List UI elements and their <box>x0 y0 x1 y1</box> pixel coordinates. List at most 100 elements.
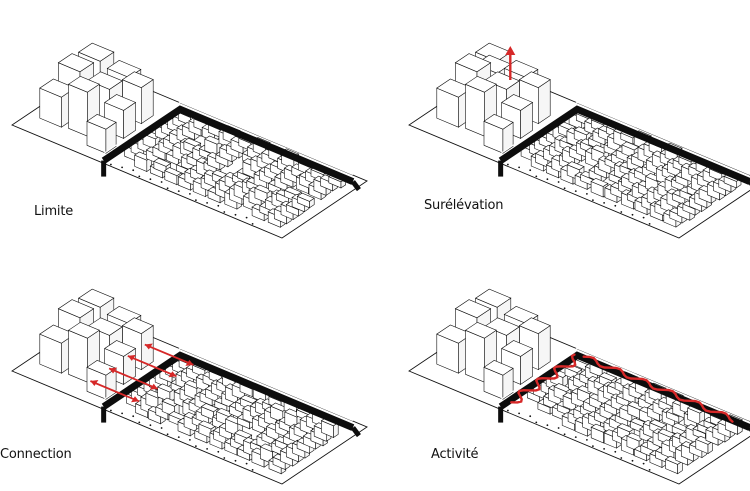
low-building-49-roof <box>590 177 609 187</box>
panel-activite: Activité <box>397 246 750 491</box>
tall-building-7-roof <box>104 340 137 357</box>
enclosure-wall-edge <box>500 101 750 176</box>
ground-mark-13 <box>620 457 623 459</box>
ground-mark-12 <box>217 450 220 453</box>
tall-building-3-roof <box>454 299 492 319</box>
tall-building-9-roof <box>86 114 117 130</box>
connection-arrow-4 <box>144 343 194 366</box>
ground-mark-1 <box>110 163 112 166</box>
connection-arrow-head-a-4 <box>144 343 153 350</box>
activity-line-front <box>510 353 577 404</box>
ground-mark-3 <box>132 169 135 172</box>
ground-mark-13 <box>223 457 226 459</box>
elevation-arrow-head <box>505 46 516 55</box>
ground-mark-6 <box>160 181 163 183</box>
tall-building-8-roof <box>464 321 497 339</box>
tall-building-9 <box>86 360 117 400</box>
tall-building-8-roof <box>464 75 497 93</box>
axonometric-drawing-connection <box>11 288 368 485</box>
tall-building-4-roof <box>518 317 551 334</box>
ground-mark-11 <box>603 202 605 204</box>
ground-mark-7 <box>166 433 169 436</box>
ground-mark-11 <box>603 448 605 450</box>
caption-activite: Activité <box>431 447 479 462</box>
low-building-101 <box>296 192 315 209</box>
ground-mark-13 <box>620 211 623 213</box>
ground-mark-14 <box>234 213 237 216</box>
ground-mark-12 <box>614 450 617 453</box>
ground-mark-6 <box>557 427 560 429</box>
ground-mark-10 <box>195 199 197 202</box>
ground-mark-9 <box>586 193 588 195</box>
enclosure-wall <box>101 105 355 185</box>
caption-surelevation: Surélévation <box>424 198 504 213</box>
drawing-group <box>408 42 750 239</box>
enclosure-wall-edge <box>500 347 750 422</box>
tall-building-4-roof <box>518 71 551 88</box>
ground-mark-5 <box>546 178 549 181</box>
connection-arrow-3 <box>127 355 177 378</box>
enclosure-wall-edge <box>103 347 354 422</box>
ground-mark-15 <box>642 462 645 465</box>
tall-building-8-roof <box>67 75 100 93</box>
ground-mark-5 <box>546 424 549 427</box>
ground-mark-16 <box>648 223 651 225</box>
tall-building-1-roof <box>77 42 115 62</box>
ground-mark-1 <box>507 409 509 412</box>
ground-mark-7 <box>563 433 566 436</box>
ground-mark-6 <box>557 181 560 183</box>
connection-arrow-head-a-2 <box>109 367 118 374</box>
tall-building-3-roof <box>57 299 95 319</box>
ground-mark-14 <box>631 213 634 216</box>
low-building-32-roof <box>566 161 585 171</box>
ground-mark-1 <box>110 409 112 412</box>
tall-building-5-roof <box>484 317 520 336</box>
ground-mark-2 <box>121 166 123 169</box>
caption-limite: Limite <box>34 204 74 219</box>
ground-mark-16 <box>648 469 651 471</box>
ground-mark-8 <box>177 436 180 438</box>
ground-mark-7 <box>166 187 169 190</box>
enclosure-wall-edge <box>103 101 354 176</box>
panel-limite: Limite <box>0 0 375 245</box>
ground-mark-10 <box>592 199 594 202</box>
ground-mark-11 <box>206 202 209 204</box>
panel-connection: Connection <box>0 246 375 491</box>
ground-mark-6 <box>160 427 163 429</box>
ground-mark-3 <box>529 415 532 418</box>
ground-mark-10 <box>195 445 197 447</box>
ground-mark-15 <box>642 216 645 219</box>
tall-building-8-front-face <box>68 83 88 137</box>
ground-mark-11 <box>206 448 209 450</box>
low-building-69-roof <box>649 419 668 429</box>
tall-building-1-roof <box>474 288 512 308</box>
tall-building-9-roof <box>483 360 514 376</box>
panel-surelevation: Surélévation <box>397 0 750 245</box>
ground-mark-15 <box>245 216 248 219</box>
tall-building-7-roof <box>501 340 534 357</box>
ground-mark-2 <box>518 166 520 169</box>
low-building-25-roof <box>183 137 202 147</box>
ground-mark-8 <box>574 436 577 438</box>
ground-mark-9 <box>586 439 588 441</box>
tall-building-3-roof <box>454 53 492 73</box>
low-building-21-roof <box>153 157 172 167</box>
tall-building-9-roof <box>483 114 514 130</box>
ground-mark-9 <box>189 439 191 441</box>
connection-arrow-head-b-2 <box>149 383 158 390</box>
ground-mark-2 <box>121 412 123 415</box>
tall-building-7-roof <box>501 94 534 111</box>
tall-building-9 <box>483 360 514 400</box>
ground-mark-10 <box>592 445 594 447</box>
ground-mark-12 <box>217 204 220 207</box>
connection-arrow-head-a-1 <box>90 380 99 386</box>
ground-mark-16 <box>251 469 254 471</box>
ground-mark-4 <box>138 175 141 178</box>
ground-mark-4 <box>138 421 141 424</box>
ground-mark-14 <box>234 459 237 462</box>
tall-building-5-roof <box>87 71 123 90</box>
connection-arrow-2 <box>108 367 159 390</box>
enclosure-wall <box>498 105 750 185</box>
wall-return-back <box>350 426 361 438</box>
